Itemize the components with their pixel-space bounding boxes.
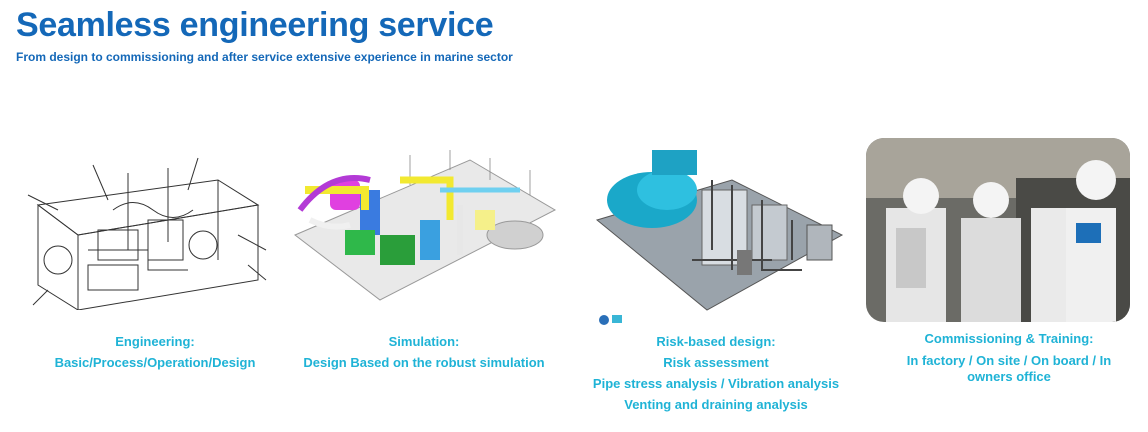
engineering-drawing-image (18, 150, 270, 310)
service-line: Venting and draining analysis (624, 397, 808, 412)
page-title: Seamless engineering service (16, 6, 494, 44)
page-subtitle: From design to commissioning and after s… (16, 50, 513, 64)
service-heading: Simulation: (388, 334, 460, 349)
service-caption-commissioning: Commissioning & Training: In factory / O… (890, 331, 1128, 385)
service-heading: Risk-based design: (656, 334, 776, 349)
service-heading: Engineering: (115, 334, 195, 349)
service-caption-engineering: Engineering: Basic/Process/Operation/Des… (20, 331, 290, 373)
risk-design-render-image (592, 140, 847, 330)
service-line: Pipe stress analysis / Vibration analysi… (592, 376, 840, 391)
service-caption-risk-based-design: Risk-based design: Risk assessment Pipe … (566, 331, 866, 415)
service-line: Basic/Process/Operation/Design (54, 355, 256, 370)
service-line: Risk assessment (663, 355, 769, 370)
simulation-model-image (290, 150, 558, 310)
service-heading: Commissioning & Training: (924, 331, 1094, 346)
service-caption-simulation: Simulation: Design Based on the robust s… (289, 331, 559, 373)
service-line: In factory / On site / On board / In own… (906, 353, 1112, 384)
service-line: Design Based on the robust simulation (303, 355, 545, 370)
commissioning-photo-image (866, 138, 1130, 322)
